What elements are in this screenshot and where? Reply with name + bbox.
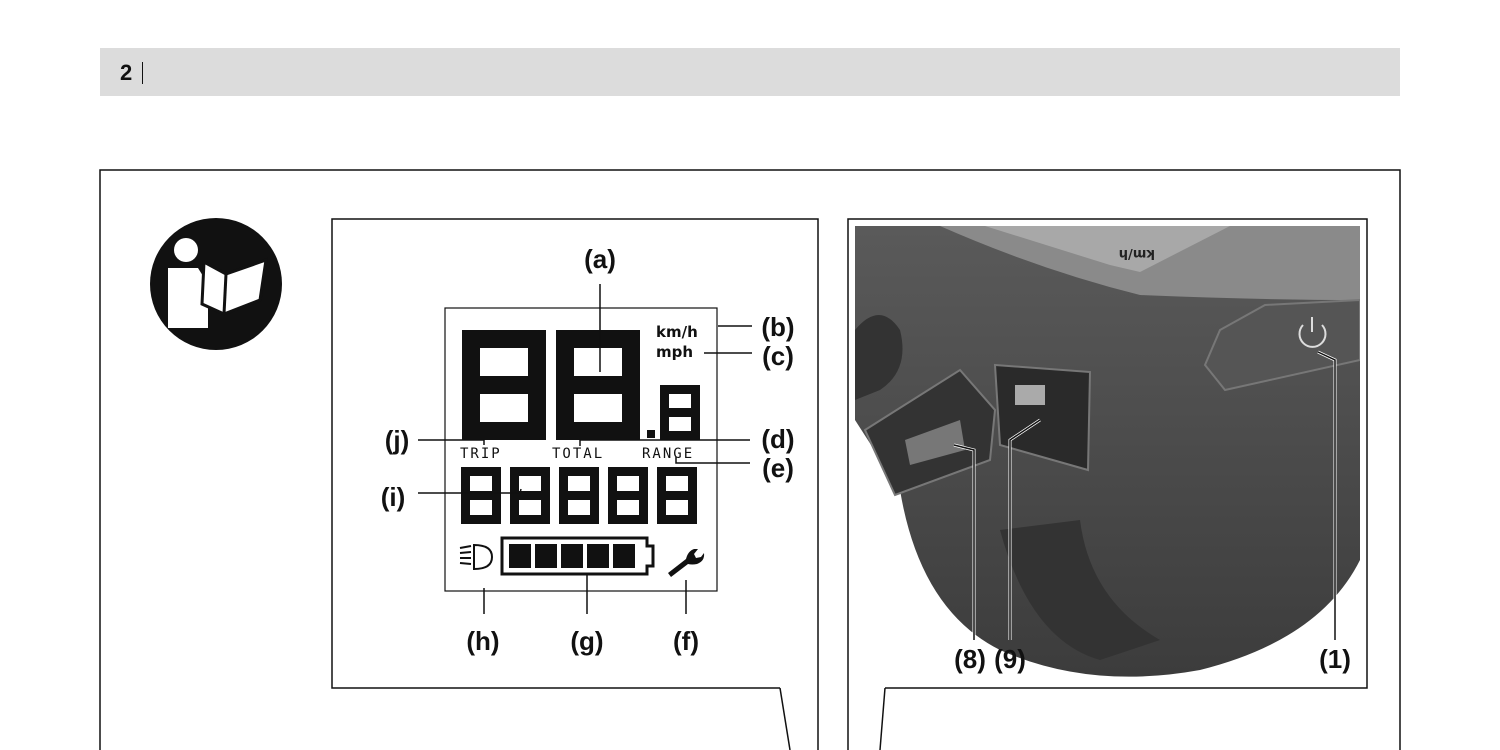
odometer-digit-2-seg-left	[510, 467, 519, 524]
page-header-bar: 2	[100, 48, 1400, 96]
outer-frame	[99, 169, 1401, 750]
callout-j: (j)	[385, 425, 410, 455]
speed-digit-decimal-seg-left	[660, 385, 669, 440]
odometer-digit-3-seg-g	[559, 491, 599, 500]
speed-digit-1-seg-d	[462, 422, 546, 440]
lcd-trip: TRIP	[460, 446, 502, 462]
decimal-point	[647, 430, 655, 438]
callout-8: (8)	[954, 644, 986, 674]
callout-c: (c)	[762, 341, 794, 371]
callout-1: (1)	[1319, 644, 1351, 674]
speed-digit-2-seg-left	[556, 330, 574, 440]
callout-i: (i)	[381, 482, 406, 512]
odometer-digit-2-seg-a	[510, 467, 550, 476]
callout-g: (g)	[570, 626, 603, 656]
lcd-range: RANGE	[642, 446, 694, 462]
unit-kmh: km/h	[656, 323, 698, 341]
odometer-digit-4-seg-a	[608, 467, 648, 476]
speed-digit-1-seg-left	[462, 330, 480, 440]
odometer-digit-2-seg-d	[510, 515, 550, 524]
odometer-digit-1-seg-d	[461, 515, 501, 524]
odometer-digit-1-seg-right	[492, 467, 501, 524]
leader-lines-right	[953, 351, 1336, 640]
odometer-digit-3-seg-a	[559, 467, 599, 476]
speed-digit-2-seg-g	[556, 376, 640, 394]
callout-f: (f)	[673, 626, 699, 656]
page-number-divider	[142, 62, 143, 84]
device-photo: km/h	[855, 226, 1360, 677]
right-panel-frame	[847, 218, 1368, 750]
battery-bar	[587, 544, 609, 568]
odometer-digit-1-seg-g	[461, 491, 501, 500]
callout-b: (b)	[761, 312, 794, 342]
speed-digit-decimal-seg-d	[660, 431, 700, 440]
odometer-digit-4-seg-g	[608, 491, 648, 500]
odometer-digit-4-seg-right	[639, 467, 648, 524]
odometer-digit-5-seg-right	[688, 467, 697, 524]
callout-e: (e)	[762, 453, 794, 483]
odometer-digit-3-seg-left	[559, 467, 568, 524]
speed-digit-decimal-seg-a	[660, 385, 700, 394]
wrench-icon	[668, 549, 705, 577]
odometer-digit-1-seg-a	[461, 467, 501, 476]
callout-h: (h)	[466, 626, 499, 656]
read-manual-icon	[150, 218, 282, 350]
speed-digit-2-seg-d	[556, 422, 640, 440]
odometer-digit-5-seg-a	[657, 467, 697, 476]
odometer-digit-2-seg-g	[510, 491, 550, 500]
odometer-digit-3-seg-right	[590, 467, 599, 524]
battery-icon	[500, 536, 655, 576]
odometer-digit-3-seg-d	[559, 515, 599, 524]
odometer-digit-2-seg-right	[541, 467, 550, 524]
lcd-digits	[461, 330, 700, 524]
speed-digit-2-seg-a	[556, 330, 640, 348]
power-icon	[1298, 317, 1327, 348]
callout-d: (d)	[761, 424, 794, 454]
device-screen-text: km/h	[1119, 246, 1155, 261]
callout-a: (a)	[584, 244, 616, 274]
battery-bar	[561, 544, 583, 568]
speed-digit-decimal-seg-g	[660, 408, 700, 417]
light-icon	[459, 543, 494, 571]
leader-lines-left	[418, 284, 752, 614]
battery-bar	[509, 544, 531, 568]
speed-digit-1-seg-right	[528, 330, 546, 440]
battery-bar	[535, 544, 557, 568]
page-number: 2	[120, 60, 133, 85]
lcd-total: TOTAL	[552, 446, 604, 462]
odometer-digit-4-seg-d	[608, 515, 648, 524]
odometer-digit-1-seg-left	[461, 467, 470, 524]
speed-digit-2-seg-right	[622, 330, 640, 440]
battery-bar	[613, 544, 635, 568]
odometer-digit-4-seg-left	[608, 467, 617, 524]
callout-9: (9)	[994, 644, 1026, 674]
speed-digit-1-seg-g	[462, 376, 546, 394]
speed-digit-decimal-seg-right	[691, 385, 700, 440]
odometer-digit-5-seg-d	[657, 515, 697, 524]
lcd-frame	[444, 307, 718, 592]
unit-mph: mph	[656, 343, 693, 361]
odometer-digit-5-seg-left	[657, 467, 666, 524]
odometer-digit-5-seg-g	[657, 491, 697, 500]
left-panel-frame	[331, 218, 819, 750]
speed-digit-1-seg-a	[462, 330, 546, 348]
